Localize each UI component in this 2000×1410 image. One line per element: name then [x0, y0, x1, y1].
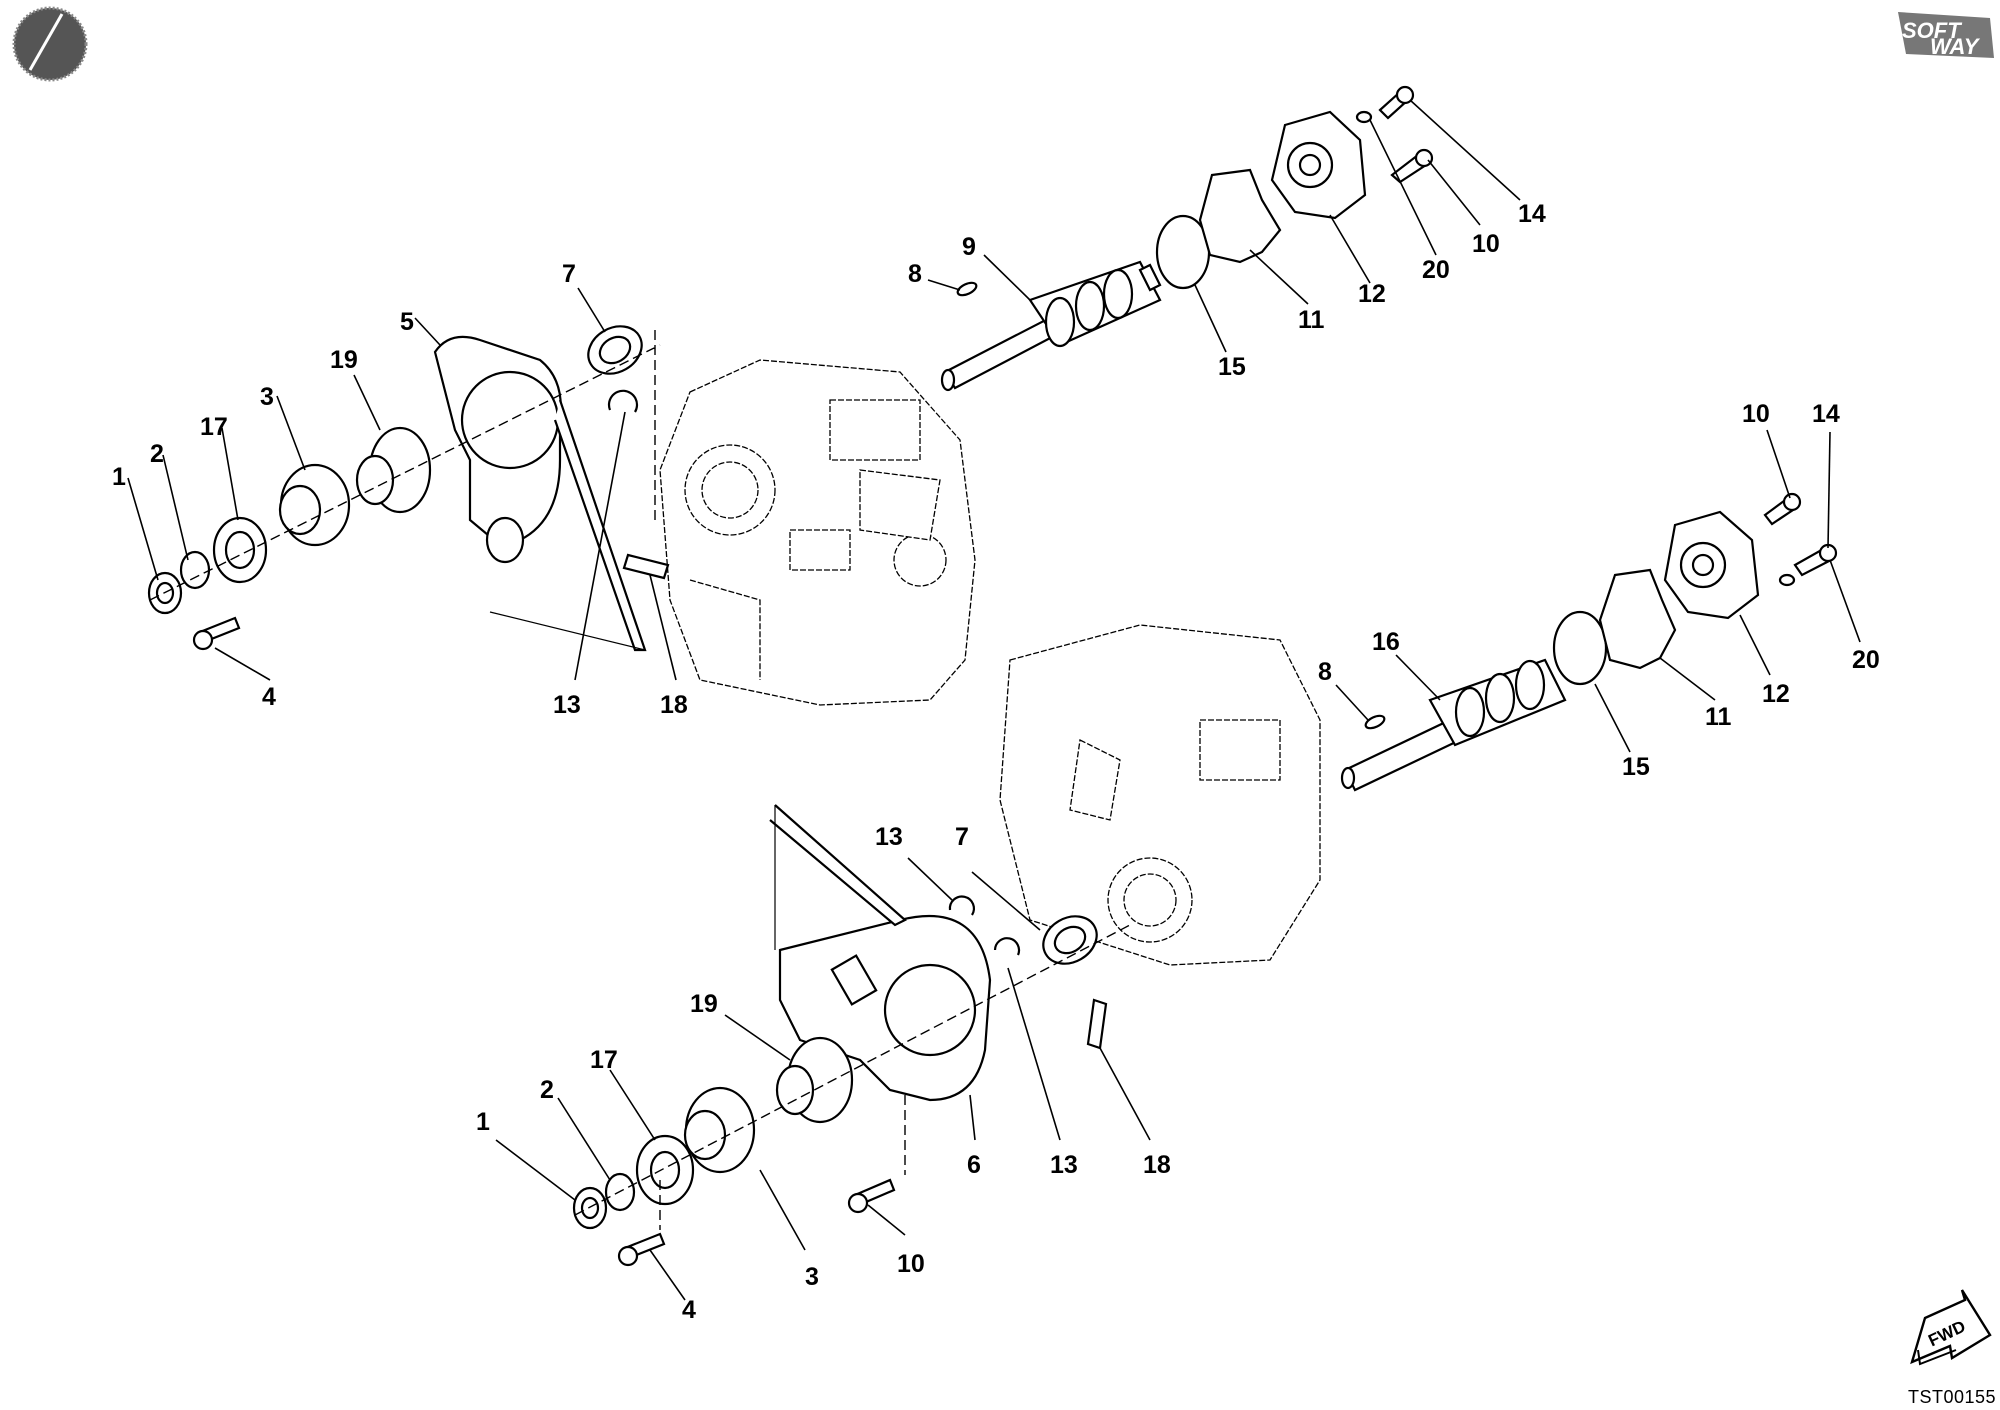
callout-14: 14 — [1812, 400, 1840, 428]
softway-logo: SOFT WAY — [1898, 12, 1994, 59]
callout-4: 4 — [682, 1296, 696, 1324]
callout-labels: 1 2 17 3 19 5 7 4 13 18 8 9 15 11 12 20 … — [112, 200, 1880, 1324]
drawing-code: TST00155 — [1908, 1387, 1996, 1407]
callout-20: 20 — [1852, 646, 1880, 674]
callout-13: 13 — [875, 823, 903, 851]
callout-4: 4 — [262, 683, 276, 711]
lower-cover-12 — [1663, 510, 1760, 620]
callout-10: 10 — [897, 1250, 925, 1278]
callout-15: 15 — [1218, 353, 1246, 381]
callout-1: 1 — [476, 1108, 490, 1136]
callout-19: 19 — [690, 990, 718, 1018]
lower-seal-7 — [1042, 915, 1098, 965]
callout-8: 8 — [908, 260, 922, 288]
callout-1: 1 — [112, 463, 126, 491]
upper-key-8 — [956, 281, 978, 297]
callout-16: 16 — [1372, 628, 1400, 656]
lower-key-8 — [1364, 714, 1386, 730]
upper-hub-19 — [355, 426, 432, 514]
callout-11: 11 — [1298, 306, 1325, 334]
callout-18: 18 — [1143, 1151, 1171, 1179]
svg-text:SOFT: SOFT — [1902, 18, 1962, 43]
lower-camshaft-16 — [1340, 658, 1567, 792]
callout-20: 20 — [1422, 256, 1450, 284]
lower-nut-1 — [572, 1186, 608, 1230]
upper-screws-10-14-20 — [1355, 85, 1434, 184]
callout-7: 7 — [955, 823, 969, 851]
callout-19: 19 — [330, 346, 358, 374]
callout-8: 8 — [1318, 658, 1332, 686]
callout-17: 17 — [200, 413, 228, 441]
lower-screws-10-14-20 — [1763, 492, 1838, 587]
lower-belt-cover-6 — [769, 804, 992, 1102]
callout-3: 3 — [260, 383, 274, 411]
callout-13: 13 — [553, 691, 581, 719]
callout-10: 10 — [1742, 400, 1770, 428]
lower-hub-19 — [775, 1036, 854, 1124]
callout-14: 14 — [1518, 200, 1546, 228]
upper-pulley-3 — [278, 463, 351, 547]
callout-17: 17 — [590, 1046, 618, 1074]
callout-9: 9 — [962, 233, 976, 261]
lower-screw-10 — [847, 1178, 896, 1214]
upper-cylinder-head — [659, 359, 976, 706]
lower-circlip-13a — [948, 895, 975, 916]
lower-center-axis — [574, 924, 1131, 1230]
lower-washer-17 — [635, 1134, 695, 1206]
lower-cylinder-head — [999, 624, 1321, 966]
callout-15: 15 — [1622, 753, 1650, 781]
lower-oring-15 — [1552, 610, 1608, 686]
lower-pulley-3 — [683, 1086, 756, 1174]
callout-10: 10 — [1472, 230, 1500, 258]
callout-12: 12 — [1762, 680, 1790, 708]
corner-badge-icon — [12, 6, 88, 82]
callout-12: 12 — [1358, 280, 1386, 308]
upper-washer-17 — [212, 516, 268, 584]
lower-gasket-11 — [1598, 568, 1677, 670]
lower-dowel-18 — [1086, 998, 1108, 1050]
leader-lines — [127, 99, 1861, 1301]
upper-seal-7 — [587, 325, 643, 375]
svg-text:WAY: WAY — [1930, 34, 1981, 59]
callout-6: 6 — [967, 1151, 981, 1179]
upper-screw-4 — [192, 616, 241, 651]
upper-circlip-13 — [607, 389, 639, 413]
upper-gasket-11 — [1198, 168, 1282, 264]
callout-2: 2 — [150, 440, 164, 468]
callout-11: 11 — [1705, 703, 1732, 731]
upper-camshaft-9 — [940, 260, 1162, 392]
callout-2: 2 — [540, 1076, 554, 1104]
callout-13: 13 — [1050, 1151, 1078, 1179]
callout-5: 5 — [400, 308, 414, 336]
upper-cover-12 — [1270, 110, 1367, 220]
lower-screw-4 — [617, 1232, 666, 1267]
callout-18: 18 — [660, 691, 688, 719]
forward-arrow-icon: FWD — [1910, 1289, 1992, 1366]
callout-7: 7 — [562, 260, 576, 288]
lower-circlip-13b — [993, 937, 1021, 956]
upper-dowel-18 — [622, 553, 670, 580]
upper-center-axis — [149, 330, 661, 601]
callout-3: 3 — [805, 1263, 819, 1291]
upper-belt-cover-5 — [433, 335, 647, 652]
